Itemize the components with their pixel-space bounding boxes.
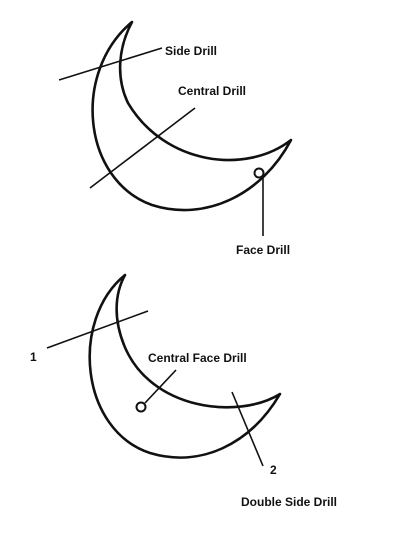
face-drill-hole: [253, 167, 265, 179]
central-face-drill-label: Central Face Drill: [148, 351, 247, 365]
central-drill-line: [89, 107, 196, 189]
side-drill-label: Side Drill: [165, 44, 217, 58]
marker-2-label: 2: [270, 463, 277, 477]
side-drill-line: [58, 47, 163, 81]
central-face-drill-hole: [135, 401, 147, 413]
top-crescent-outline: [91, 20, 293, 212]
side-drill-2-line: [231, 391, 264, 467]
central-face-drill-line: [144, 369, 177, 404]
face-drill-label: Face Drill: [236, 243, 290, 257]
central-drill-label: Central Drill: [178, 84, 246, 98]
top-diagram: Side Drill Central Drill Face Drill: [58, 20, 293, 257]
bottom-crescent-outline: [88, 273, 282, 459]
bottom-diagram: 1 Central Face Drill 2 Double Side Drill: [30, 273, 337, 509]
side-drill-1-line: [46, 310, 149, 349]
double-side-drill-label: Double Side Drill: [241, 495, 337, 509]
marker-1-label: 1: [30, 350, 37, 364]
